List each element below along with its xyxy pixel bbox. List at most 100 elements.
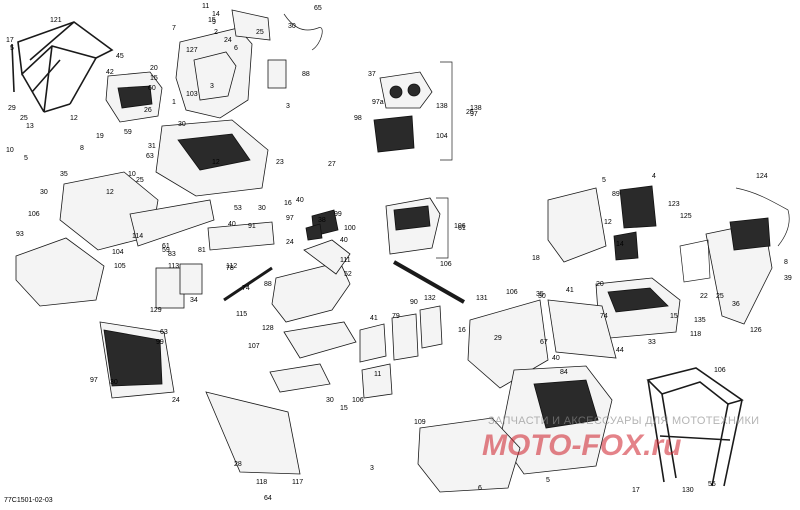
callout-label: 15 bbox=[340, 405, 348, 412]
callout-label: 5 bbox=[602, 177, 606, 184]
rear-bracket-assembly bbox=[679, 187, 790, 325]
callout-label: 35 bbox=[60, 171, 68, 178]
callout-label: 111 bbox=[340, 257, 351, 264]
bars bbox=[223, 260, 465, 304]
callout-label: 11 bbox=[202, 3, 209, 10]
callout-label: 97 bbox=[90, 377, 98, 384]
callout-label: 12 bbox=[212, 159, 220, 166]
callout-label: 40 bbox=[296, 197, 304, 204]
callout-label: 17 bbox=[6, 37, 14, 44]
bracket-97 bbox=[440, 61, 453, 161]
callout-label: 14 bbox=[616, 241, 624, 248]
callout-label: 25 bbox=[256, 29, 264, 36]
callout-label: 30 bbox=[40, 189, 48, 196]
callout-label: 64 bbox=[264, 495, 272, 502]
small-panels bbox=[359, 305, 443, 399]
callout-label: 114 bbox=[132, 233, 143, 240]
callout-label: 38 bbox=[318, 217, 326, 224]
callout-label: 34 bbox=[190, 297, 198, 304]
callout-label: 10 bbox=[6, 147, 14, 154]
callout-label: 45 bbox=[116, 53, 124, 60]
callout-label: 28 bbox=[234, 461, 242, 468]
callout-label: 5 bbox=[24, 155, 28, 162]
callout-label: 12 bbox=[106, 189, 114, 196]
callout-label: 91 bbox=[248, 223, 256, 230]
callout-label: 26 bbox=[144, 107, 152, 114]
callout-label: 30 bbox=[288, 23, 296, 30]
callout-label: 37 bbox=[368, 71, 376, 78]
callout-label: 115 bbox=[236, 311, 247, 318]
callout-label: 42 bbox=[106, 69, 114, 76]
callout-label: 106 bbox=[352, 397, 364, 404]
callout-label: 131 bbox=[476, 295, 488, 302]
drawing-code: 77C1501-02-03 bbox=[4, 497, 53, 504]
callout-label: 6 bbox=[234, 45, 238, 52]
callout-labels: 1211752925131054542201560591281911149224… bbox=[0, 0, 792, 502]
callout-label: 29 bbox=[8, 105, 16, 112]
bracket-61 bbox=[436, 197, 449, 259]
callout-label: 84 bbox=[560, 369, 568, 376]
storage-box bbox=[105, 71, 163, 123]
callout-label: 98 bbox=[354, 115, 362, 122]
callout-label: 8 bbox=[80, 145, 84, 152]
callout-label: 33 bbox=[648, 339, 656, 346]
callout-label: 39 bbox=[784, 275, 792, 282]
callout-label: 7 bbox=[172, 25, 176, 32]
callout-label: 19 bbox=[96, 133, 104, 140]
hose-and-plate bbox=[267, 13, 323, 89]
callout-label: 90 bbox=[410, 299, 418, 306]
callout-label: 23 bbox=[276, 159, 284, 166]
callout-label: 1 bbox=[172, 99, 176, 106]
callout-label: 118 bbox=[690, 331, 701, 338]
callout-label: 30 bbox=[110, 379, 118, 386]
callout-label: 128 bbox=[262, 325, 274, 332]
callout-label: 10 bbox=[128, 171, 136, 178]
callout-label: 31 bbox=[148, 143, 156, 150]
callout-label: 8 bbox=[784, 259, 788, 266]
callout-label: 24 bbox=[172, 397, 180, 404]
callout-label: 2 bbox=[214, 29, 218, 36]
centre-tunnel bbox=[269, 209, 357, 393]
cargo-bed bbox=[417, 299, 613, 493]
callout-label: 16 bbox=[284, 200, 292, 207]
callout-label: 78 bbox=[226, 265, 234, 272]
callout-label: 117 bbox=[292, 479, 303, 486]
callout-label: 19 bbox=[0, 0, 8, 2]
callout-label: 50 bbox=[0, 0, 8, 2]
callout-label: 29 bbox=[494, 335, 502, 342]
front-fascia bbox=[175, 9, 271, 119]
callout-label: 138 bbox=[436, 103, 448, 110]
callout-label: 15 bbox=[150, 75, 158, 82]
callout-label: 11 bbox=[374, 371, 381, 378]
callout-label: 12 bbox=[70, 115, 78, 122]
door-panels-left bbox=[99, 321, 301, 475]
callout-label: 135 bbox=[694, 317, 706, 324]
callout-label: 30 bbox=[538, 293, 546, 300]
callout-label: 107 bbox=[248, 343, 260, 350]
rear-console bbox=[547, 277, 681, 359]
callout-label: 112 bbox=[226, 263, 237, 270]
callout-label: 126 bbox=[750, 327, 762, 334]
callout-label: 30 bbox=[178, 121, 186, 128]
callout-label: 53 bbox=[234, 205, 242, 212]
callout-label: 30 bbox=[258, 205, 266, 212]
floor-tub bbox=[155, 119, 269, 197]
callout-label: 67 bbox=[540, 339, 548, 346]
callout-label: 97a bbox=[372, 99, 384, 106]
callout-label: 65 bbox=[314, 5, 322, 12]
callout-label: 3 bbox=[370, 465, 374, 472]
callout-label: 99 bbox=[334, 211, 342, 218]
callout-label: 5 bbox=[546, 477, 550, 484]
callout-label: 35 bbox=[536, 291, 544, 298]
callout-label: 24 bbox=[286, 239, 294, 246]
callout-label: 100 bbox=[344, 225, 356, 232]
callout-label: 36 bbox=[732, 301, 740, 308]
callout-label: 106 bbox=[714, 367, 726, 374]
callout-label: 104 bbox=[436, 133, 448, 140]
callout-label: 14 bbox=[212, 11, 220, 18]
callout-label: 22 bbox=[700, 293, 708, 300]
bracket-label: 97 bbox=[470, 111, 478, 118]
callout-label: 44 bbox=[616, 347, 624, 354]
callout-label: 17 bbox=[632, 487, 640, 494]
